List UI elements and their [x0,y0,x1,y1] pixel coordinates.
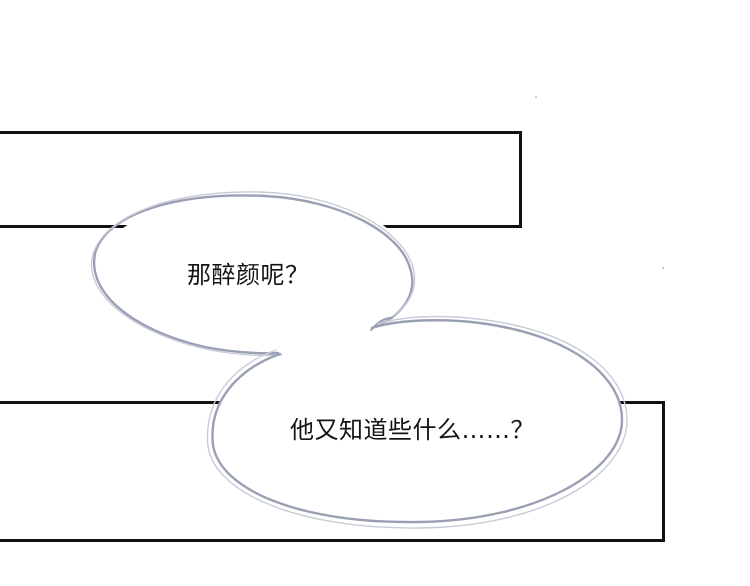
paper-speck [662,267,664,269]
bubble-outline-bottom [206,315,628,529]
bubble-fill [97,193,625,523]
speech-bubble-text-1: 那醉颜呢？ [187,261,310,289]
speech-bubble-text-2: 他又知道些什么……？ [290,416,535,444]
paper-speck [535,96,537,98]
